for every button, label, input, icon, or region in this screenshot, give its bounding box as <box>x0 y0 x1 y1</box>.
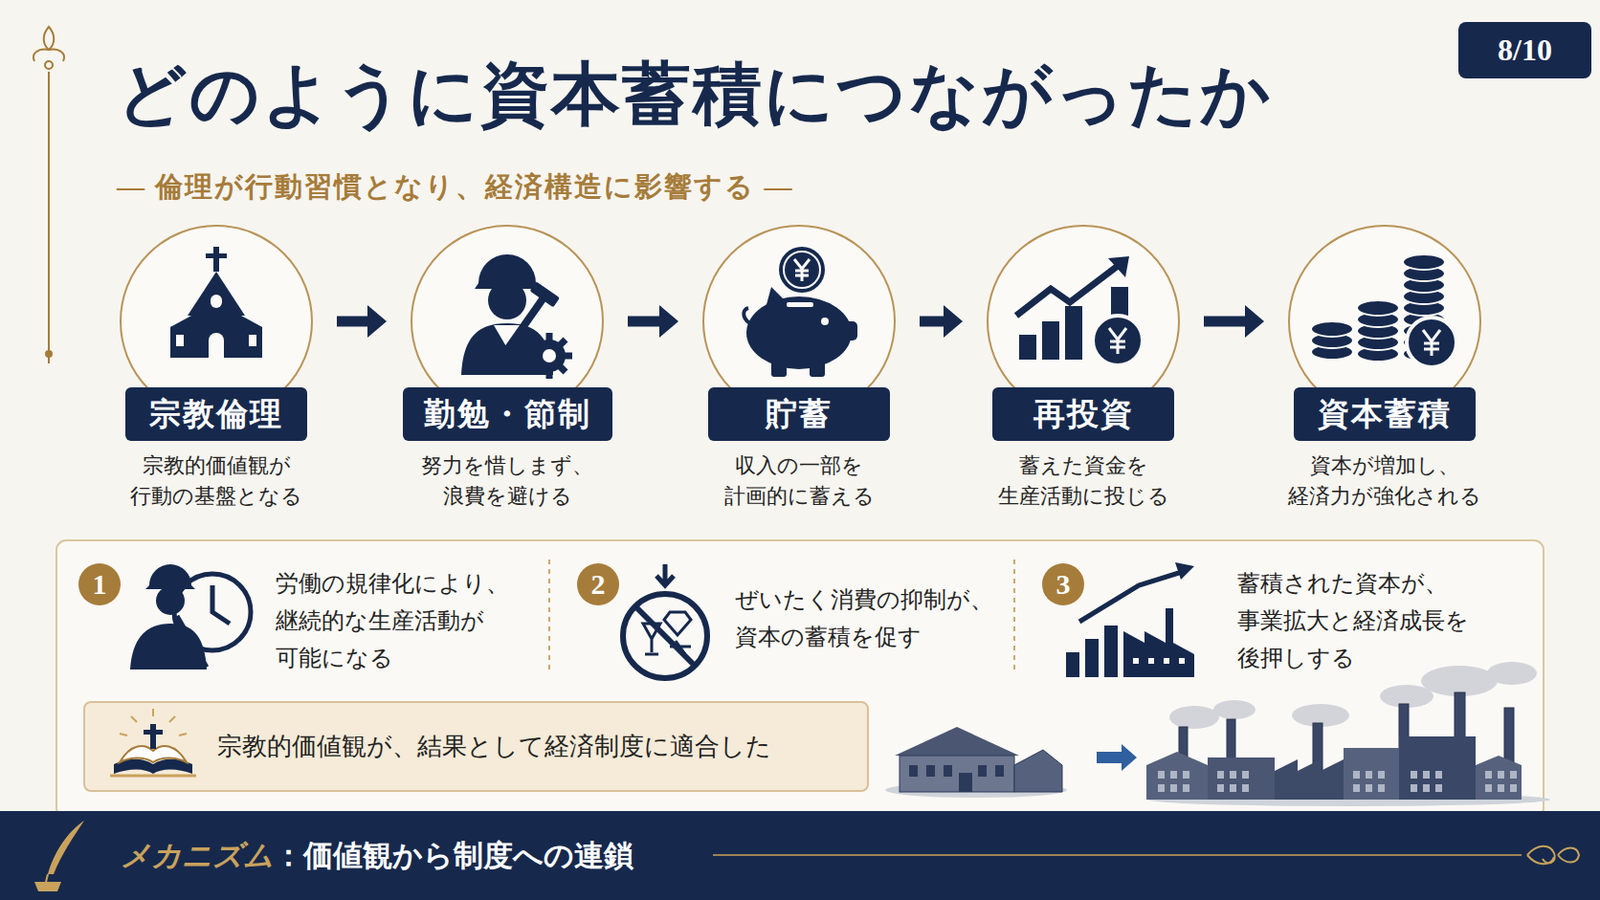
left-ornament <box>33 26 65 364</box>
growth-factory-icon <box>1066 562 1195 678</box>
callout-number: 1 <box>78 563 121 606</box>
flow-arrow <box>1203 305 1265 338</box>
step-desc-wrap: 蓄えた資金を 生産活動に投じる <box>939 450 1227 512</box>
coin-stacks-icon <box>1311 254 1457 368</box>
step-description: 蓄えた資金を 生産活動に投じる <box>994 450 1174 512</box>
bottom-panel <box>56 540 1544 819</box>
conclusion-text: 宗教的価値観が、結果として経済制度に適合した <box>217 730 772 764</box>
step-band: 貯蓄 <box>684 387 914 442</box>
page-badge: 8/10 <box>1458 22 1592 79</box>
flow-arrow <box>627 305 679 338</box>
step-node: 再投資蓄えた資金を 生産活動に投じる <box>968 225 1199 442</box>
step-title: 勤勉・節制 <box>423 393 592 437</box>
step-node: 宗教倫理宗教的価値観が 行動の基盤となる <box>101 225 332 442</box>
callout-number: 2 <box>577 563 620 606</box>
item-text: 労働の規律化により、 継続的な生産活動が 可能になる <box>275 565 517 678</box>
step-title: 貯蓄 <box>765 393 833 437</box>
step-title: 宗教倫理 <box>149 393 284 437</box>
step-description: 努力を惜しまず、 浪費を避ける <box>417 450 598 512</box>
piggy-bank-icon <box>743 246 858 378</box>
bible-icon <box>100 709 206 786</box>
step-band-fill: 宗教倫理 <box>125 387 308 442</box>
step-desc-wrap: 資本が増加し、 経済力が強化される <box>1241 450 1529 512</box>
worker-clock-icon <box>130 564 251 670</box>
step-desc-wrap: 宗教的価値観が 行動の基盤となる <box>72 450 360 512</box>
slide-title: どのように資本蓄積につながったか <box>116 53 1273 136</box>
step-node: 資本蓄積資本が増加し、 経済力が強化される <box>1269 225 1500 442</box>
church-icon <box>170 246 263 358</box>
step-description: 収入の一部を 計画的に蓄える <box>720 450 879 512</box>
step-band: 宗教倫理 <box>101 387 332 442</box>
flow-arrow <box>919 305 963 338</box>
no-luxury-icon <box>622 564 708 679</box>
panel-dividers <box>549 559 1015 675</box>
conclusion-box: 宗教的価値観が、結果として経済制度に適合した <box>83 701 869 793</box>
step-band: 資本蓄積 <box>1269 387 1500 442</box>
item-text: 蓄積された資本が、 事業拡大と経済成長を 後押しする <box>1237 565 1477 678</box>
step-band: 再投資 <box>968 387 1199 442</box>
step-node: 勤勉・節制努力を惜しまず、 浪費を避ける <box>392 225 623 442</box>
flow-arrow <box>336 305 387 338</box>
subtitle: — 倫理が行動習慣となり、経済構造に影響する — <box>116 168 795 207</box>
footer-keyword: メカニズム <box>120 836 274 877</box>
step-title: 再投資 <box>1033 393 1134 437</box>
step-band-fill: 資本蓄積 <box>1293 387 1476 442</box>
industrialization-illustration <box>885 662 1551 807</box>
step-node: 貯蓄収入の一部を 計画的に蓄える <box>684 225 914 442</box>
footer-band: メカニズム：価値観から制度への連鎖 <box>0 811 1600 900</box>
step-description: 資本が増加し、 経済力が強化される <box>1284 450 1486 512</box>
step-band-fill: 貯蓄 <box>708 387 890 442</box>
step-desc-wrap: 努力を惜しまず、 浪費を避ける <box>363 450 651 512</box>
step-desc-wrap: 収入の一部を 計画的に蓄える <box>655 450 943 512</box>
step-band-fill: 再投資 <box>992 387 1175 442</box>
step-band-fill: 勤勉・節制 <box>402 387 613 442</box>
growth-chart-icon <box>1016 256 1143 366</box>
step-description: 宗教的価値観が 行動の基盤となる <box>126 450 307 512</box>
page-number: 8/10 <box>1497 32 1553 68</box>
callout-number: 3 <box>1042 563 1085 606</box>
step-title: 資本蓄積 <box>1317 393 1452 437</box>
footer-text: ：価値観から制度への連鎖 <box>273 836 634 877</box>
item-text: ぜいたく消費の抑制が、 資本の蓄積を促す <box>734 581 1001 657</box>
worker-icon <box>461 254 573 379</box>
step-band: 勤勉・節制 <box>392 387 623 442</box>
